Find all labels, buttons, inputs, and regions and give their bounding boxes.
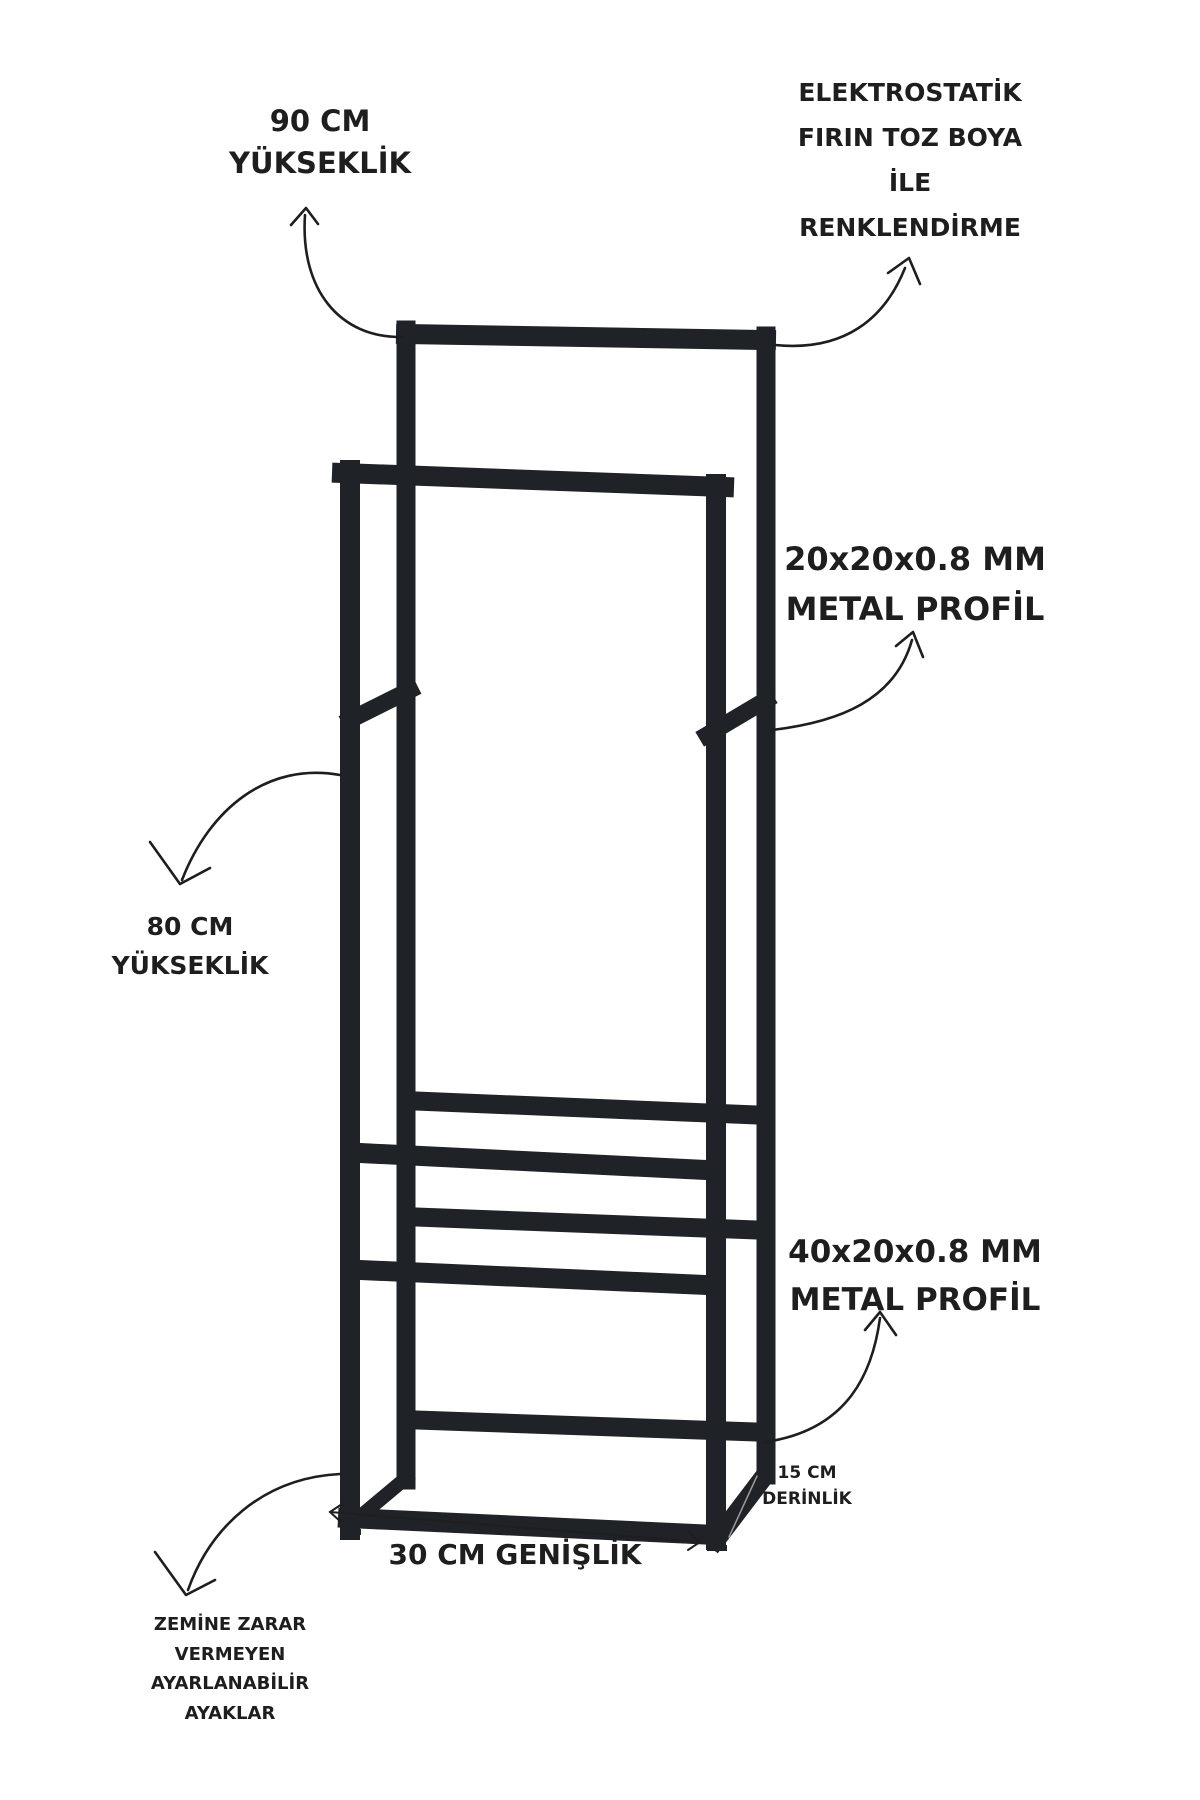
front-frame: [331, 460, 735, 1550]
label-line: ZEMİNE ZARAR: [153, 1614, 307, 1635]
curved-arrow-icon: [289, 206, 404, 339]
label-line: 40x20x0.8 MM: [788, 1234, 1042, 1270]
label-line: METAL PROFİL: [789, 1282, 1041, 1319]
rear-crossbars: [406, 1091, 766, 1442]
label-line: METAL PROFİL: [785, 589, 1045, 628]
height-90-label: 90 CM YÜKSEKLİK: [200, 100, 440, 184]
coating-label: ELEKTROSTATİK FIRIN TOZ BOYA İLE RENKLEN…: [760, 70, 1060, 250]
label-line: 15 CM: [777, 1463, 837, 1483]
label-line: AYAKLAR: [184, 1703, 276, 1725]
width-30-label: 30 CM GENİŞLİK: [360, 1538, 670, 1572]
back-frame: [395, 320, 777, 1490]
label-line: 80 CM: [146, 912, 234, 941]
adjustable-feet: [341, 1529, 727, 1551]
height-80-label: 80 CM YÜKSEKLİK: [90, 908, 290, 986]
depth-line-icon: [728, 1475, 758, 1538]
label-line: 20x20x0.8 MM: [784, 540, 1046, 578]
feet-label: ZEMİNE ZARAR VERMEYEN AYARLANABİLİR AYAK…: [115, 1610, 345, 1729]
curved-arrow-icon: [153, 1472, 342, 1597]
label-line: VERMEYEN: [174, 1643, 286, 1665]
label-line: FIRIN TOZ BOYA: [797, 123, 1023, 152]
curved-arrow-icon: [763, 1310, 898, 1444]
label-line: 90 CM: [269, 104, 371, 138]
curved-arrow-icon: [148, 771, 342, 886]
curved-arrow-icon: [773, 256, 922, 348]
label-line: DERİNLİK: [762, 1489, 852, 1510]
profile-20x20-label: 20x20x0.8 MM METAL PROFİL: [770, 535, 1060, 634]
double-arrow-icon: [328, 1503, 702, 1551]
profile-40x20-label: 40x20x0.8 MM METAL PROFİL: [770, 1228, 1060, 1324]
front-crossbars: [349, 1142, 717, 1296]
label-line: 30 CM GENİŞLİK: [388, 1538, 642, 1571]
label-line: AYARLANABİLİR: [150, 1673, 310, 1695]
label-line: YÜKSEKLİK: [111, 950, 269, 980]
label-line: YÜKSEKLİK: [229, 146, 411, 181]
curved-arrow-icon: [770, 630, 925, 732]
depth-15-label: 15 CM DERİNLİK: [752, 1460, 862, 1513]
base-frame: [337, 1468, 774, 1554]
label-line: RENKLENDİRME: [799, 213, 1021, 242]
label-line: İLE: [888, 168, 932, 197]
label-line: ELEKTROSTATİK: [798, 78, 1022, 107]
